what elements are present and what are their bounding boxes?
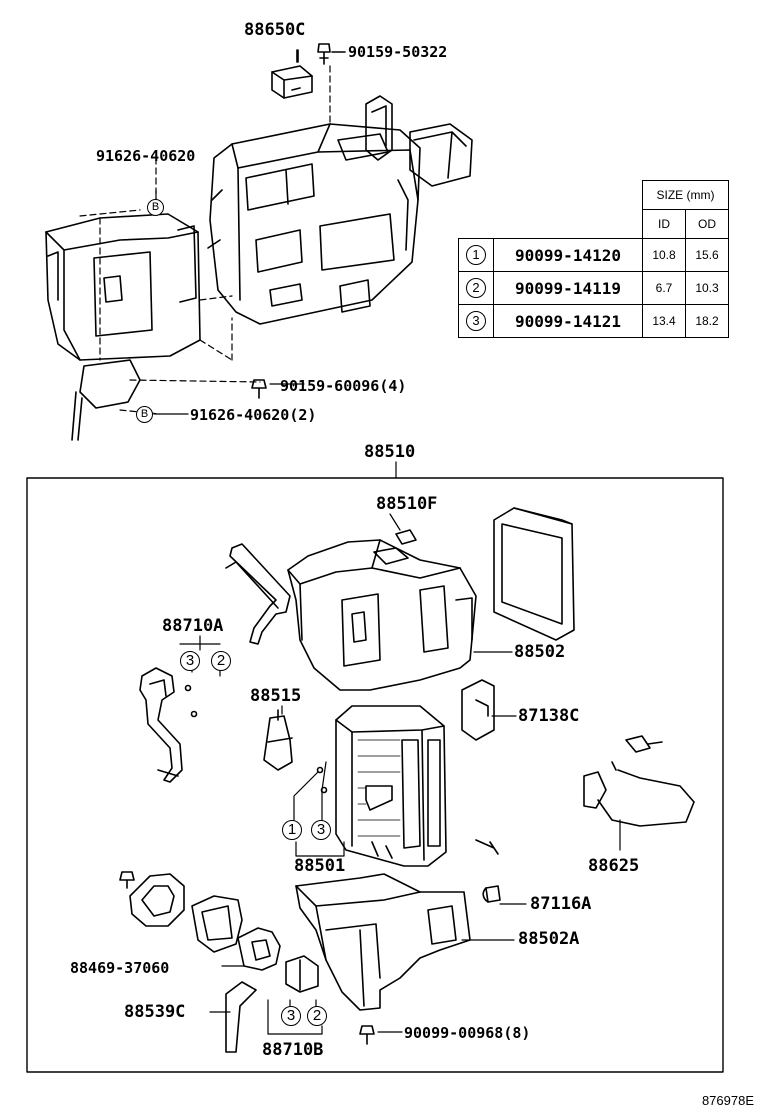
part-label-91626-40620-2: 91626-40620(2)	[190, 406, 317, 424]
assembly-88510-frame	[26, 477, 724, 1073]
assembly-title-88510: 88510	[364, 442, 416, 462]
callout-3-88710A: 3	[180, 651, 200, 671]
row-number: 2	[466, 278, 486, 298]
part-label-88710A: 88710A	[162, 616, 224, 636]
part-label-88510F: 88510F	[376, 494, 438, 514]
part-label-88539C: 88539C	[124, 1002, 186, 1022]
reference-mark-b-lower: B	[136, 406, 153, 423]
row-od-value: 18.2	[685, 304, 729, 338]
row-number: 3	[466, 311, 486, 331]
heater-unit-illustration	[45, 43, 473, 441]
part-label-88501: 88501	[294, 856, 346, 876]
table-row: 1 90099-14120 10.8 15.6	[458, 238, 729, 272]
part-label-90159-50322: 90159-50322	[348, 43, 448, 61]
hose-size-table: SIZE (mm) ID OD 1 90099-14120 10.8 15.6 …	[458, 180, 729, 338]
part-label-88650C: 88650C	[244, 20, 306, 40]
part-label-88469-37060: 88469-37060	[70, 959, 170, 977]
callout-3-88501: 3	[311, 820, 331, 840]
part-label-87138C: 87138C	[518, 706, 580, 726]
callout-3-88710B: 3	[281, 1006, 301, 1026]
part-label-87116A: 87116A	[530, 894, 592, 914]
callout-2-88710B: 2	[307, 1006, 327, 1026]
part-label-88502A: 88502A	[518, 929, 580, 949]
part-label-90099-00968: 90099-00968(8)	[404, 1024, 531, 1042]
table-row: 2 90099-14119 6.7 10.3	[458, 271, 729, 305]
callout-2-88710A: 2	[211, 651, 231, 671]
callout-1-88501: 1	[282, 820, 302, 840]
row-part-number: 90099-14120	[493, 238, 643, 272]
part-label-88625: 88625	[588, 856, 640, 876]
table-row: 3 90099-14121 13.4 18.2	[458, 304, 729, 338]
row-od-value: 10.3	[685, 271, 729, 305]
col-id-header: ID	[642, 209, 686, 239]
part-label-88710B: 88710B	[262, 1040, 324, 1060]
col-od-header: OD	[685, 209, 729, 239]
part-label-88502: 88502	[514, 642, 566, 662]
reference-mark-b-upper: B	[147, 199, 164, 216]
assembly-illustration	[119, 507, 695, 1053]
row-part-number: 90099-14119	[493, 271, 643, 305]
row-part-number: 90099-14121	[493, 304, 643, 338]
row-id-value: 10.8	[642, 238, 686, 272]
row-od-value: 15.6	[685, 238, 729, 272]
part-label-90159-60096: 90159-60096(4)	[280, 377, 407, 395]
part-label-91626-40620: 91626-40620	[96, 147, 196, 165]
row-id-value: 13.4	[642, 304, 686, 338]
row-number: 1	[466, 245, 486, 265]
size-header: SIZE (mm)	[642, 180, 729, 210]
part-label-88515: 88515	[250, 686, 302, 706]
row-id-value: 6.7	[642, 271, 686, 305]
illustration-code: 876978E	[701, 1093, 754, 1108]
